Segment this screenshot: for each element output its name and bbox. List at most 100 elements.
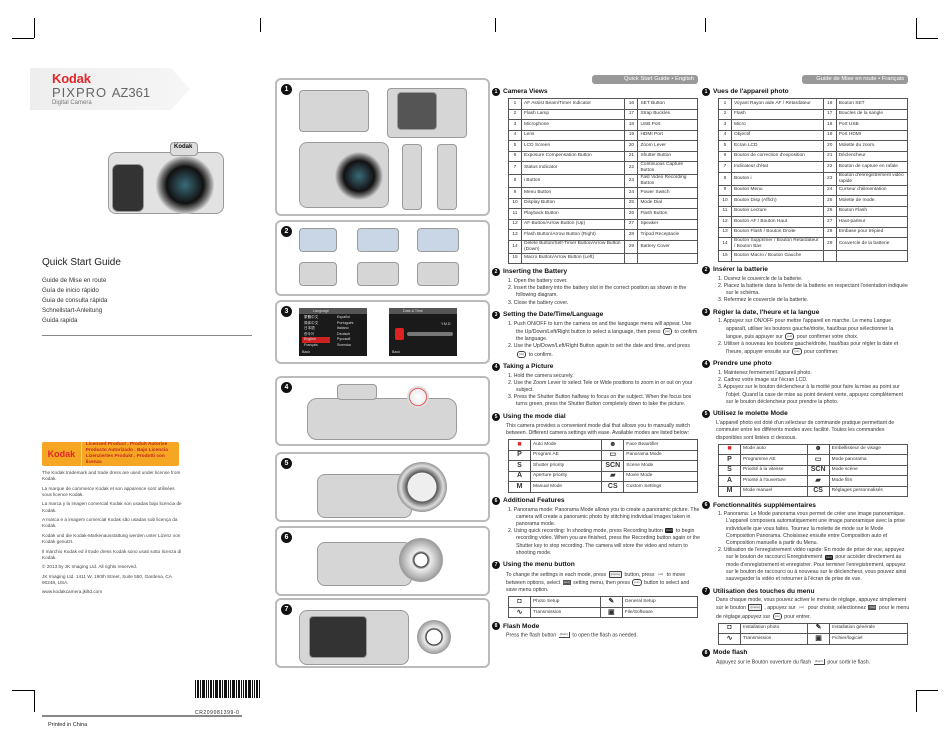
part-number: 3 — [718, 119, 732, 131]
crop-mark — [916, 18, 917, 38]
screen-title: Language — [299, 308, 367, 314]
part-number: 16 — [822, 98, 837, 110]
barcode-bar — [255, 680, 258, 698]
step-item: 1. Panorama mode: Panorama Mode allows y… — [508, 506, 700, 527]
part-number: 15 — [718, 250, 732, 262]
step-list: 1. Open the battery cover.2. Insert the … — [508, 278, 700, 307]
table-row: ■Mode auto☻Embellisseur de visage — [718, 443, 909, 456]
mode-name: Réglages personnalisés — [828, 485, 909, 498]
mode-letter-icon: CS — [601, 481, 625, 493]
part-name: Molette du zoom. — [835, 140, 909, 152]
barcode-bar — [258, 680, 260, 698]
license-line: Lizenziertes Produkt . Prodotti con lice… — [85, 454, 165, 465]
part-name: Haut-parleur — [835, 216, 909, 228]
section-number: 7 — [702, 587, 710, 596]
language-item: Guia de consulta rápida — [42, 297, 108, 304]
barcode-bar — [221, 680, 223, 698]
part-name: Continuous Capture Button — [637, 161, 698, 175]
barcode-number: CR209081399-0 — [195, 710, 240, 716]
part-name: LCD Screen — [520, 140, 626, 152]
part-name: Bouton Menu — [731, 184, 824, 196]
figure-menu: 7 — [275, 598, 490, 668]
part-number: 5 — [508, 140, 522, 152]
record-button-icon: {rec} — [665, 528, 674, 534]
part-name: Lens — [520, 129, 626, 141]
part-name: Ecran LCD — [731, 140, 824, 152]
section-title: Vues de l'appareil photo — [713, 88, 789, 96]
menu-name: Transmission — [739, 633, 809, 645]
part-name: Bouton d'enregistrement vidéo rapide — [835, 171, 909, 186]
step-item: 1. Open the battery cover. — [508, 278, 568, 284]
section-title: Using the mode dial — [503, 412, 566, 420]
legal-text: A marca e a imagem comercial Kodak são u… — [42, 517, 178, 529]
fold-mark — [260, 18, 261, 32]
language-item: Guide de Mise en route — [42, 277, 107, 284]
section-number: 1 — [492, 88, 500, 96]
figure-number: 2 — [281, 226, 292, 237]
part-number: 4 — [508, 129, 522, 141]
fold-mark — [705, 18, 706, 32]
face-beautifier-icon: ☻ — [601, 439, 625, 451]
language-option: 日本語 — [304, 326, 315, 330]
mode-letter-icon: M — [718, 485, 741, 498]
part-name: USB Port — [637, 119, 698, 131]
license-line: Licensed Product . Produit Autorise — [85, 442, 168, 447]
part-number: 21 — [624, 150, 639, 162]
part-name: Flash Lamp — [520, 108, 626, 120]
printed-in: Printed in China — [48, 722, 88, 728]
step-item: 3. Appuyez sur le bouton déclencheur à l… — [718, 384, 903, 405]
part-name: Bouton Disp (Affich) — [731, 195, 824, 207]
section-number: 8 — [492, 622, 500, 631]
part-name: Bouton AF / Bouton Haut — [731, 216, 824, 228]
language-option: 繁體中文 — [304, 315, 319, 319]
barcode-bar — [254, 680, 255, 698]
language-option: Italiano — [337, 326, 349, 330]
step-item: 1. Hold the camera securely. — [508, 372, 574, 379]
part-name: HDMI Port — [637, 129, 698, 141]
part-number: 27 — [624, 218, 639, 230]
part-number: 26 — [822, 205, 837, 217]
section-number: 2 — [702, 265, 710, 274]
menu-name: File/Software — [621, 606, 699, 619]
section-number: 4 — [492, 362, 500, 371]
part-number: 10 — [718, 195, 732, 207]
table-row: ◘Photo Setup✎General Setup — [508, 596, 699, 608]
language-list: Guide de Mise en route Guía de inicio rá… — [42, 276, 107, 326]
part-number: 8 — [508, 174, 522, 188]
kodak-logo: Kodak — [52, 71, 91, 86]
menu-name: Installation photo — [739, 622, 809, 635]
flash-button-icon: {flash} — [558, 632, 570, 639]
part-number: 6 — [718, 150, 732, 162]
step-item: 1. Maintenez fermement l'appareil photo. — [718, 370, 812, 377]
figure-number: 4 — [281, 382, 292, 393]
figure-taking-picture: 4 — [275, 376, 490, 446]
barcode-bar — [218, 680, 221, 698]
settings-menu-icon: {set} — [562, 580, 571, 585]
part-name: AF Assist Beam/Timer Indicator — [520, 98, 626, 110]
mode-name: Manual Mode — [529, 481, 603, 493]
step-item: 2. Use the Up/Down/Left/Right Button aga… — [508, 343, 690, 358]
part-number: 24 — [822, 184, 837, 196]
legal-text: © 2013 by JK Imaging Ltd. All rights res… — [42, 564, 138, 570]
language-option: English — [302, 337, 330, 343]
divider — [42, 335, 252, 336]
